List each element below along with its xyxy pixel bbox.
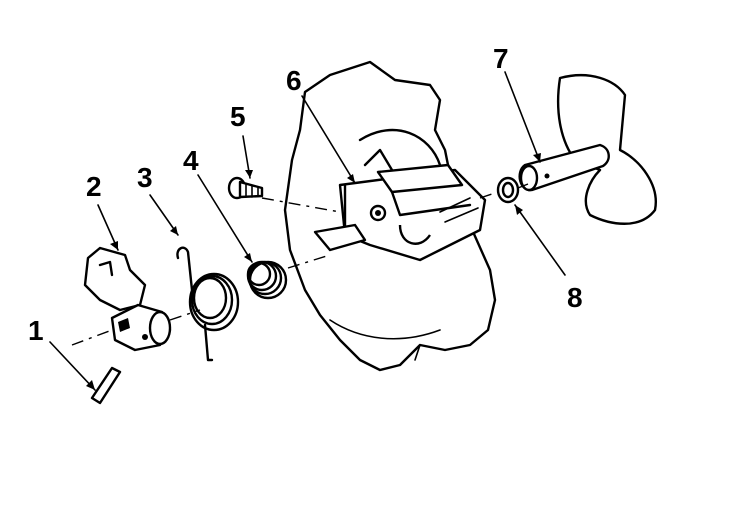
retainer-plate xyxy=(83,246,147,312)
callout-2: 2 xyxy=(86,171,102,202)
callout-labels: 1 2 3 4 5 6 7 8 xyxy=(28,43,583,346)
coil-spring xyxy=(246,260,288,300)
roll-pin xyxy=(90,366,122,405)
callout-4: 4 xyxy=(183,145,199,176)
bracket-housing xyxy=(313,148,487,262)
leader-lines xyxy=(49,71,566,391)
screw xyxy=(227,176,264,200)
callout-7: 7 xyxy=(493,43,509,74)
callout-3: 3 xyxy=(137,162,153,193)
assembly-axis-lines xyxy=(71,183,529,346)
cam-hub xyxy=(110,303,172,352)
torsion-spring xyxy=(176,246,240,362)
leader-arrowheads xyxy=(86,153,541,390)
callout-6: 6 xyxy=(286,65,302,96)
washer xyxy=(496,176,520,204)
callout-5: 5 xyxy=(230,101,246,132)
callout-1: 1 xyxy=(28,315,44,346)
callout-8: 8 xyxy=(567,282,583,313)
pivot-shaft xyxy=(518,73,657,225)
